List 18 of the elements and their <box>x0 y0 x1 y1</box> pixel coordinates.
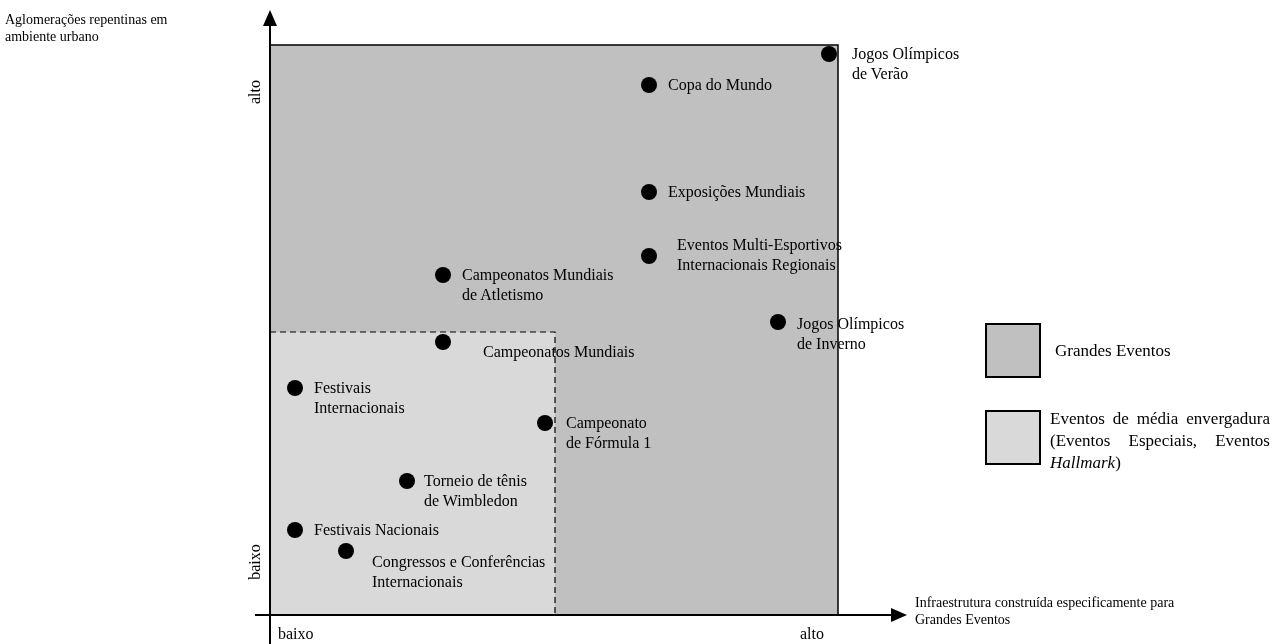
point-label: Campeonatos Mundiais <box>483 342 636 362</box>
axis-tick-label: alto <box>246 80 264 104</box>
axis-title: Aglomerações repentinas em ambiente urbano <box>5 11 169 45</box>
axis-tick-label: baixo <box>278 624 314 644</box>
axis-title: Infraestrutura construída especificamente para Grandes Eventos <box>915 594 1176 628</box>
point-label: Festivais Internacionais <box>314 378 406 418</box>
legend-label: Grandes Eventos <box>1055 340 1172 362</box>
point-label: Torneio de tênis de Wimbledon <box>424 471 528 511</box>
point-label: Exposições Mundiais <box>668 182 807 202</box>
point-label: Jogos Olímpicos de Verão <box>852 44 961 84</box>
legend-label: Eventos de média envergadura (Eventos Especiais, Eventos Hallmark) <box>1050 408 1270 474</box>
point-label: Campeonato de Fórmula 1 <box>566 413 653 453</box>
point-label: Copa do Mundo <box>668 75 773 95</box>
point-label: Festivais Nacionais <box>314 520 440 540</box>
axis-tick-label: baixo <box>246 544 264 580</box>
point-label: Congressos e Conferências Internacionais <box>372 552 547 592</box>
point-label: Campeonatos Mundiais de Atletismo <box>462 265 615 305</box>
axis-tick-label: alto <box>800 624 824 644</box>
